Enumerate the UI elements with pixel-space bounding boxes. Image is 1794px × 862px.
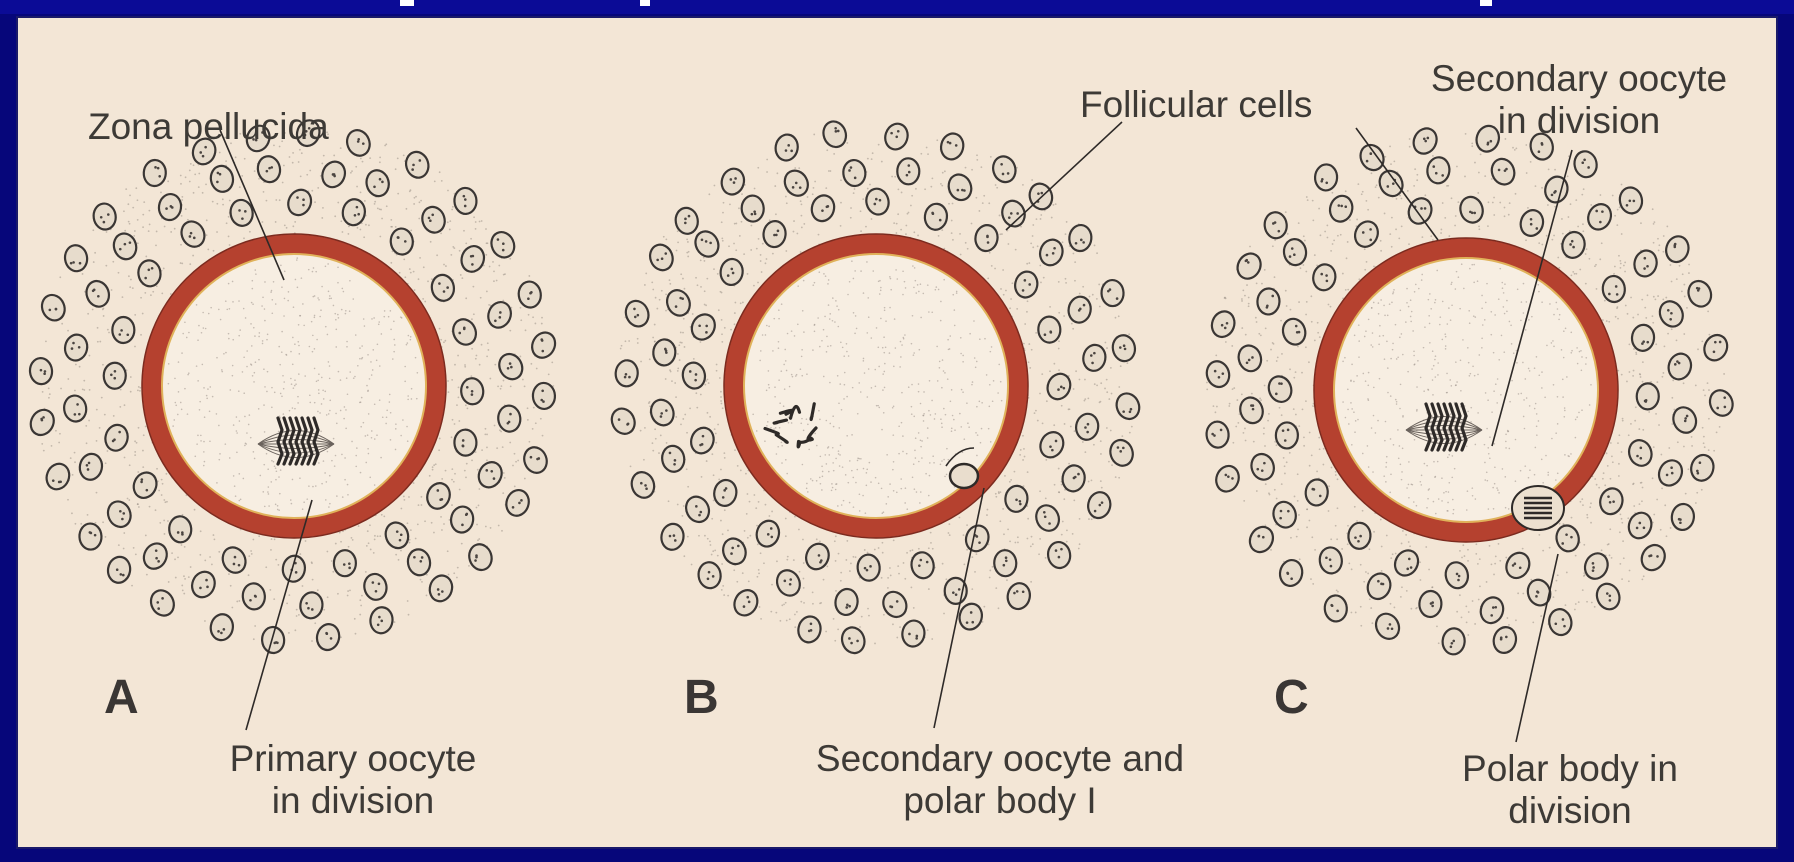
panel-letter-b: B (684, 670, 719, 725)
panel-letter-a: A (104, 670, 139, 725)
panel-letter-c: C (1274, 670, 1309, 725)
label-zona-pellucida: Zona pellucida (88, 106, 329, 148)
label-primary-oocyte: Primary oocyte in division (203, 738, 503, 822)
label-secondary-oocyte-division: Secondary oocyte in division (1394, 58, 1764, 142)
follicle-c (1204, 123, 1737, 655)
cropped-title-strip (0, 0, 1794, 14)
label-polar-body-division: Polar body in division (1430, 748, 1710, 832)
label-follicular-cells: Follicular cells (1080, 84, 1312, 126)
leader-follicular-cells (1006, 122, 1122, 230)
follicle-a (26, 117, 559, 654)
polar-body-i (950, 464, 978, 488)
oogenesis-figure: A B C Zona pellucida Primary oocyte in d… (16, 16, 1778, 849)
label-secondary-oocyte-polar-body: Secondary oocyte and polar body I (770, 738, 1230, 822)
follicle-b (608, 118, 1143, 656)
